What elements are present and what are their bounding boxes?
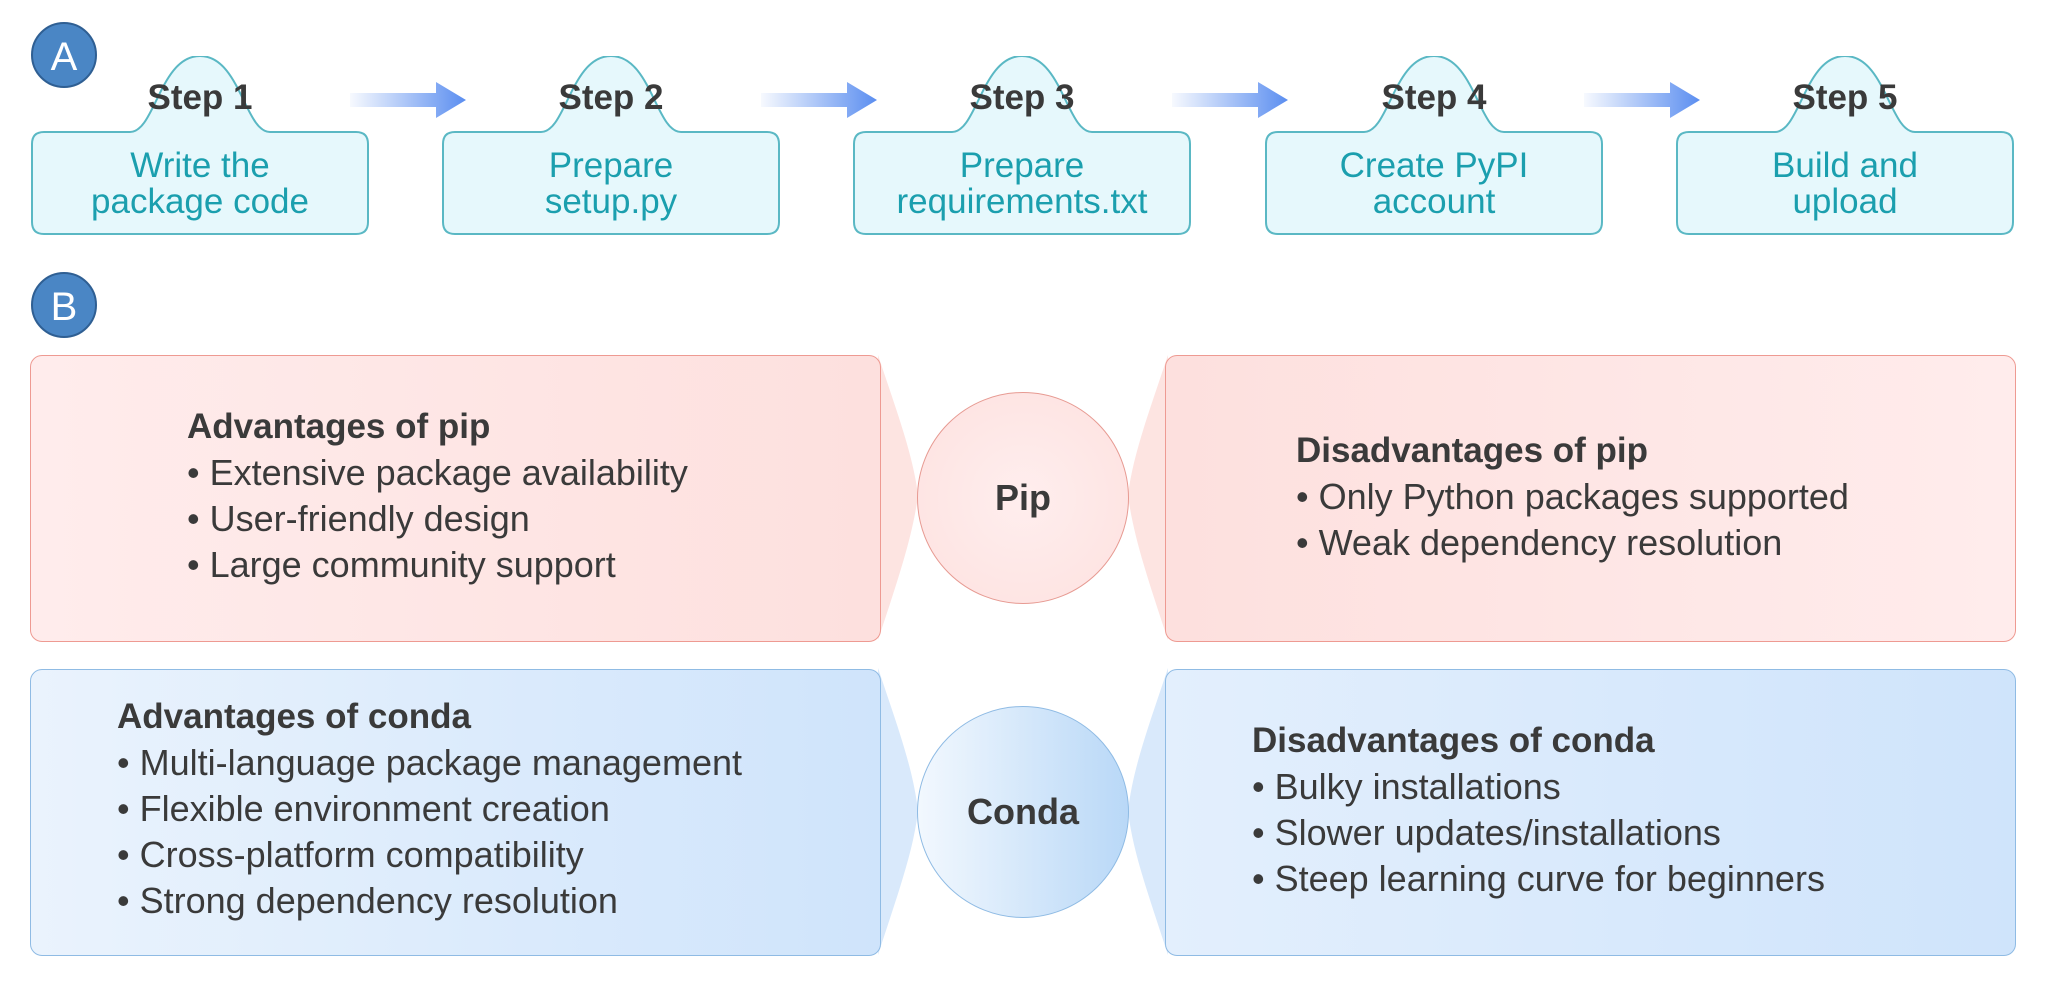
list-item: • Large community support <box>187 544 616 585</box>
list-item: • Strong dependency resolution <box>117 880 618 921</box>
list-item: • Flexible environment creation <box>117 788 610 829</box>
list-item: • Bulky installations <box>1252 766 1561 807</box>
step-1-shape <box>31 56 369 235</box>
list-item: • User-friendly design <box>187 498 530 539</box>
conda-connector <box>878 668 1168 955</box>
conda-disadvantages-panel: Disadvantages of conda • Bulky installat… <box>1165 669 2016 956</box>
list-item: • Extensive package availability <box>187 452 688 493</box>
section-b-badge: B <box>31 272 97 338</box>
arrow-right-icon <box>1172 82 1288 118</box>
arrow-right-icon <box>761 82 877 118</box>
pip-advantages-panel: Advantages of pip • Extensive package av… <box>30 355 881 642</box>
section-a-badge: A <box>31 22 97 88</box>
arrow-right-icon <box>350 82 466 118</box>
arrow-right-icon <box>1584 82 1700 118</box>
pip-disadvantages-title: Disadvantages of pip <box>1296 431 1649 470</box>
step-5-title: Step 5 <box>1792 78 1898 117</box>
pip-advantages-title: Advantages of pip <box>187 407 491 446</box>
pip-connector <box>878 355 1168 640</box>
list-item: • Multi-language package management <box>117 742 742 783</box>
pip-hub: Pip <box>917 392 1129 604</box>
step-4-title: Step 4 <box>1381 78 1487 117</box>
list-item: • Slower updates/installations <box>1252 812 1721 853</box>
step-2-title: Step 2 <box>558 78 664 117</box>
pip-disadvantages-panel: Disadvantages of pip • Only Python packa… <box>1165 355 2016 642</box>
conda-advantages-panel: Advantages of conda • Multi-language pac… <box>30 669 881 956</box>
list-item: • Steep learning curve for beginners <box>1252 858 1825 899</box>
list-item: • Cross-platform compatibility <box>117 834 584 875</box>
step-2-shape <box>442 56 780 235</box>
list-item: • Only Python packages supported <box>1296 476 1849 517</box>
conda-disadvantages-title: Disadvantages of conda <box>1252 721 1655 760</box>
step-5-shape <box>1676 56 2014 235</box>
list-item: • Weak dependency resolution <box>1296 522 1783 563</box>
conda-hub: Conda <box>917 706 1129 918</box>
conda-advantages-title: Advantages of conda <box>117 697 471 736</box>
step-4-shape <box>1265 56 1603 235</box>
step-1-title: Step 1 <box>147 78 253 117</box>
step-3-shape <box>853 56 1191 235</box>
step-3-title: Step 3 <box>969 78 1075 117</box>
